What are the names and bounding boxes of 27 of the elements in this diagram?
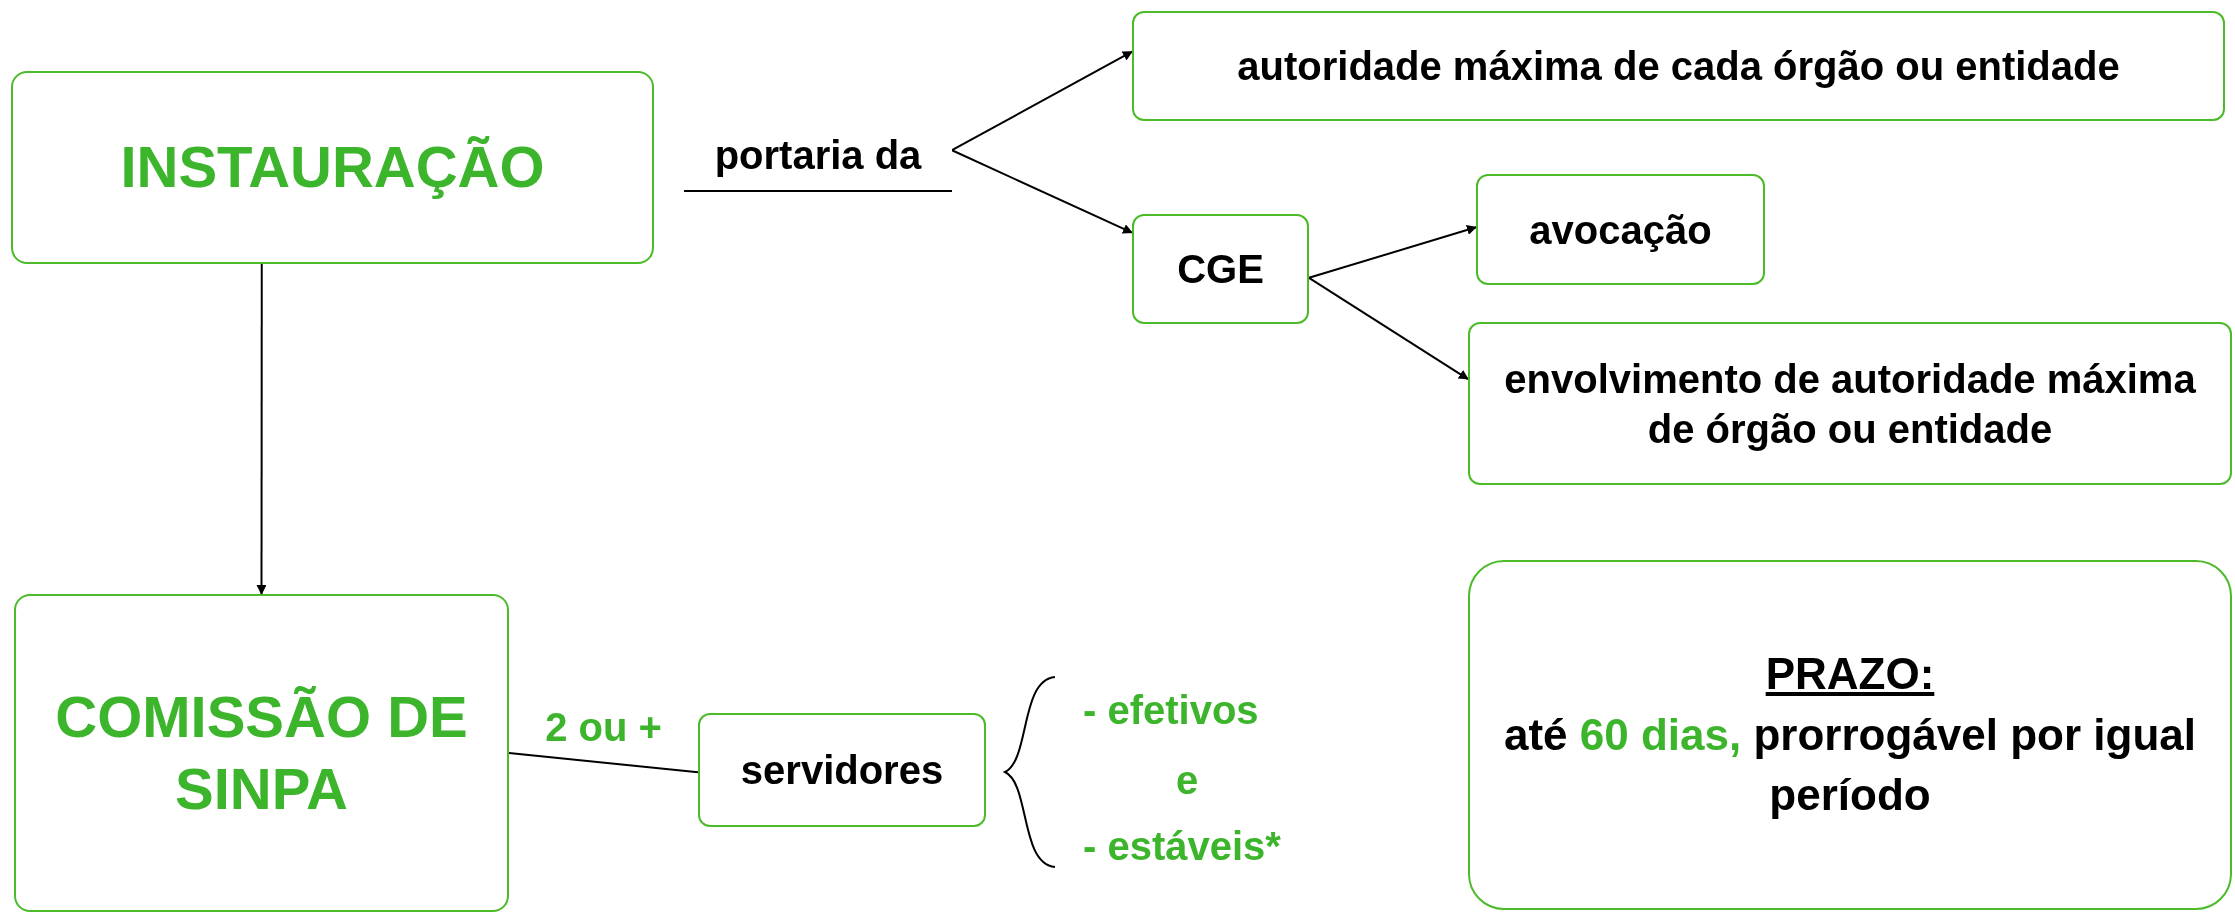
node-text: envolvimento de autoridade máxima de órgão ou entidade bbox=[1503, 355, 2197, 453]
title-box bbox=[14, 594, 509, 912]
text-box bbox=[1476, 174, 1765, 285]
node-text: servidores bbox=[740, 747, 944, 794]
arrow bbox=[951, 149, 1133, 234]
node-text: autoridade máxima de cada órgão ou entidade bbox=[1237, 43, 2120, 90]
deadline-box bbox=[1468, 560, 2232, 910]
arrow bbox=[951, 50, 1133, 152]
text-box bbox=[1468, 322, 2232, 485]
node-text: portaria da bbox=[714, 132, 922, 179]
heading: PRAZO: bbox=[1765, 648, 1935, 701]
arrow bbox=[1308, 225, 1477, 279]
edge-label: 2 ou + bbox=[545, 706, 662, 747]
arrow bbox=[1308, 276, 1469, 381]
title-box bbox=[11, 71, 654, 264]
node-text: CGE bbox=[1177, 246, 1264, 293]
node-text: até 60 dias, prorrogável por igual período bbox=[1503, 708, 2197, 822]
list-item: e bbox=[1176, 760, 1199, 800]
node-text: COMISSÃO DE SINPA bbox=[54, 682, 469, 823]
text-box bbox=[698, 713, 986, 827]
node-text: avocação bbox=[1529, 206, 1712, 254]
list-item: - estáveis* bbox=[1083, 826, 1281, 866]
text-box bbox=[1132, 214, 1309, 324]
arrow bbox=[256, 263, 267, 595]
node-text: INSTAURAÇÃO bbox=[120, 133, 545, 202]
list-item: - efetivos bbox=[1083, 690, 1259, 730]
text-box bbox=[1132, 11, 2225, 121]
